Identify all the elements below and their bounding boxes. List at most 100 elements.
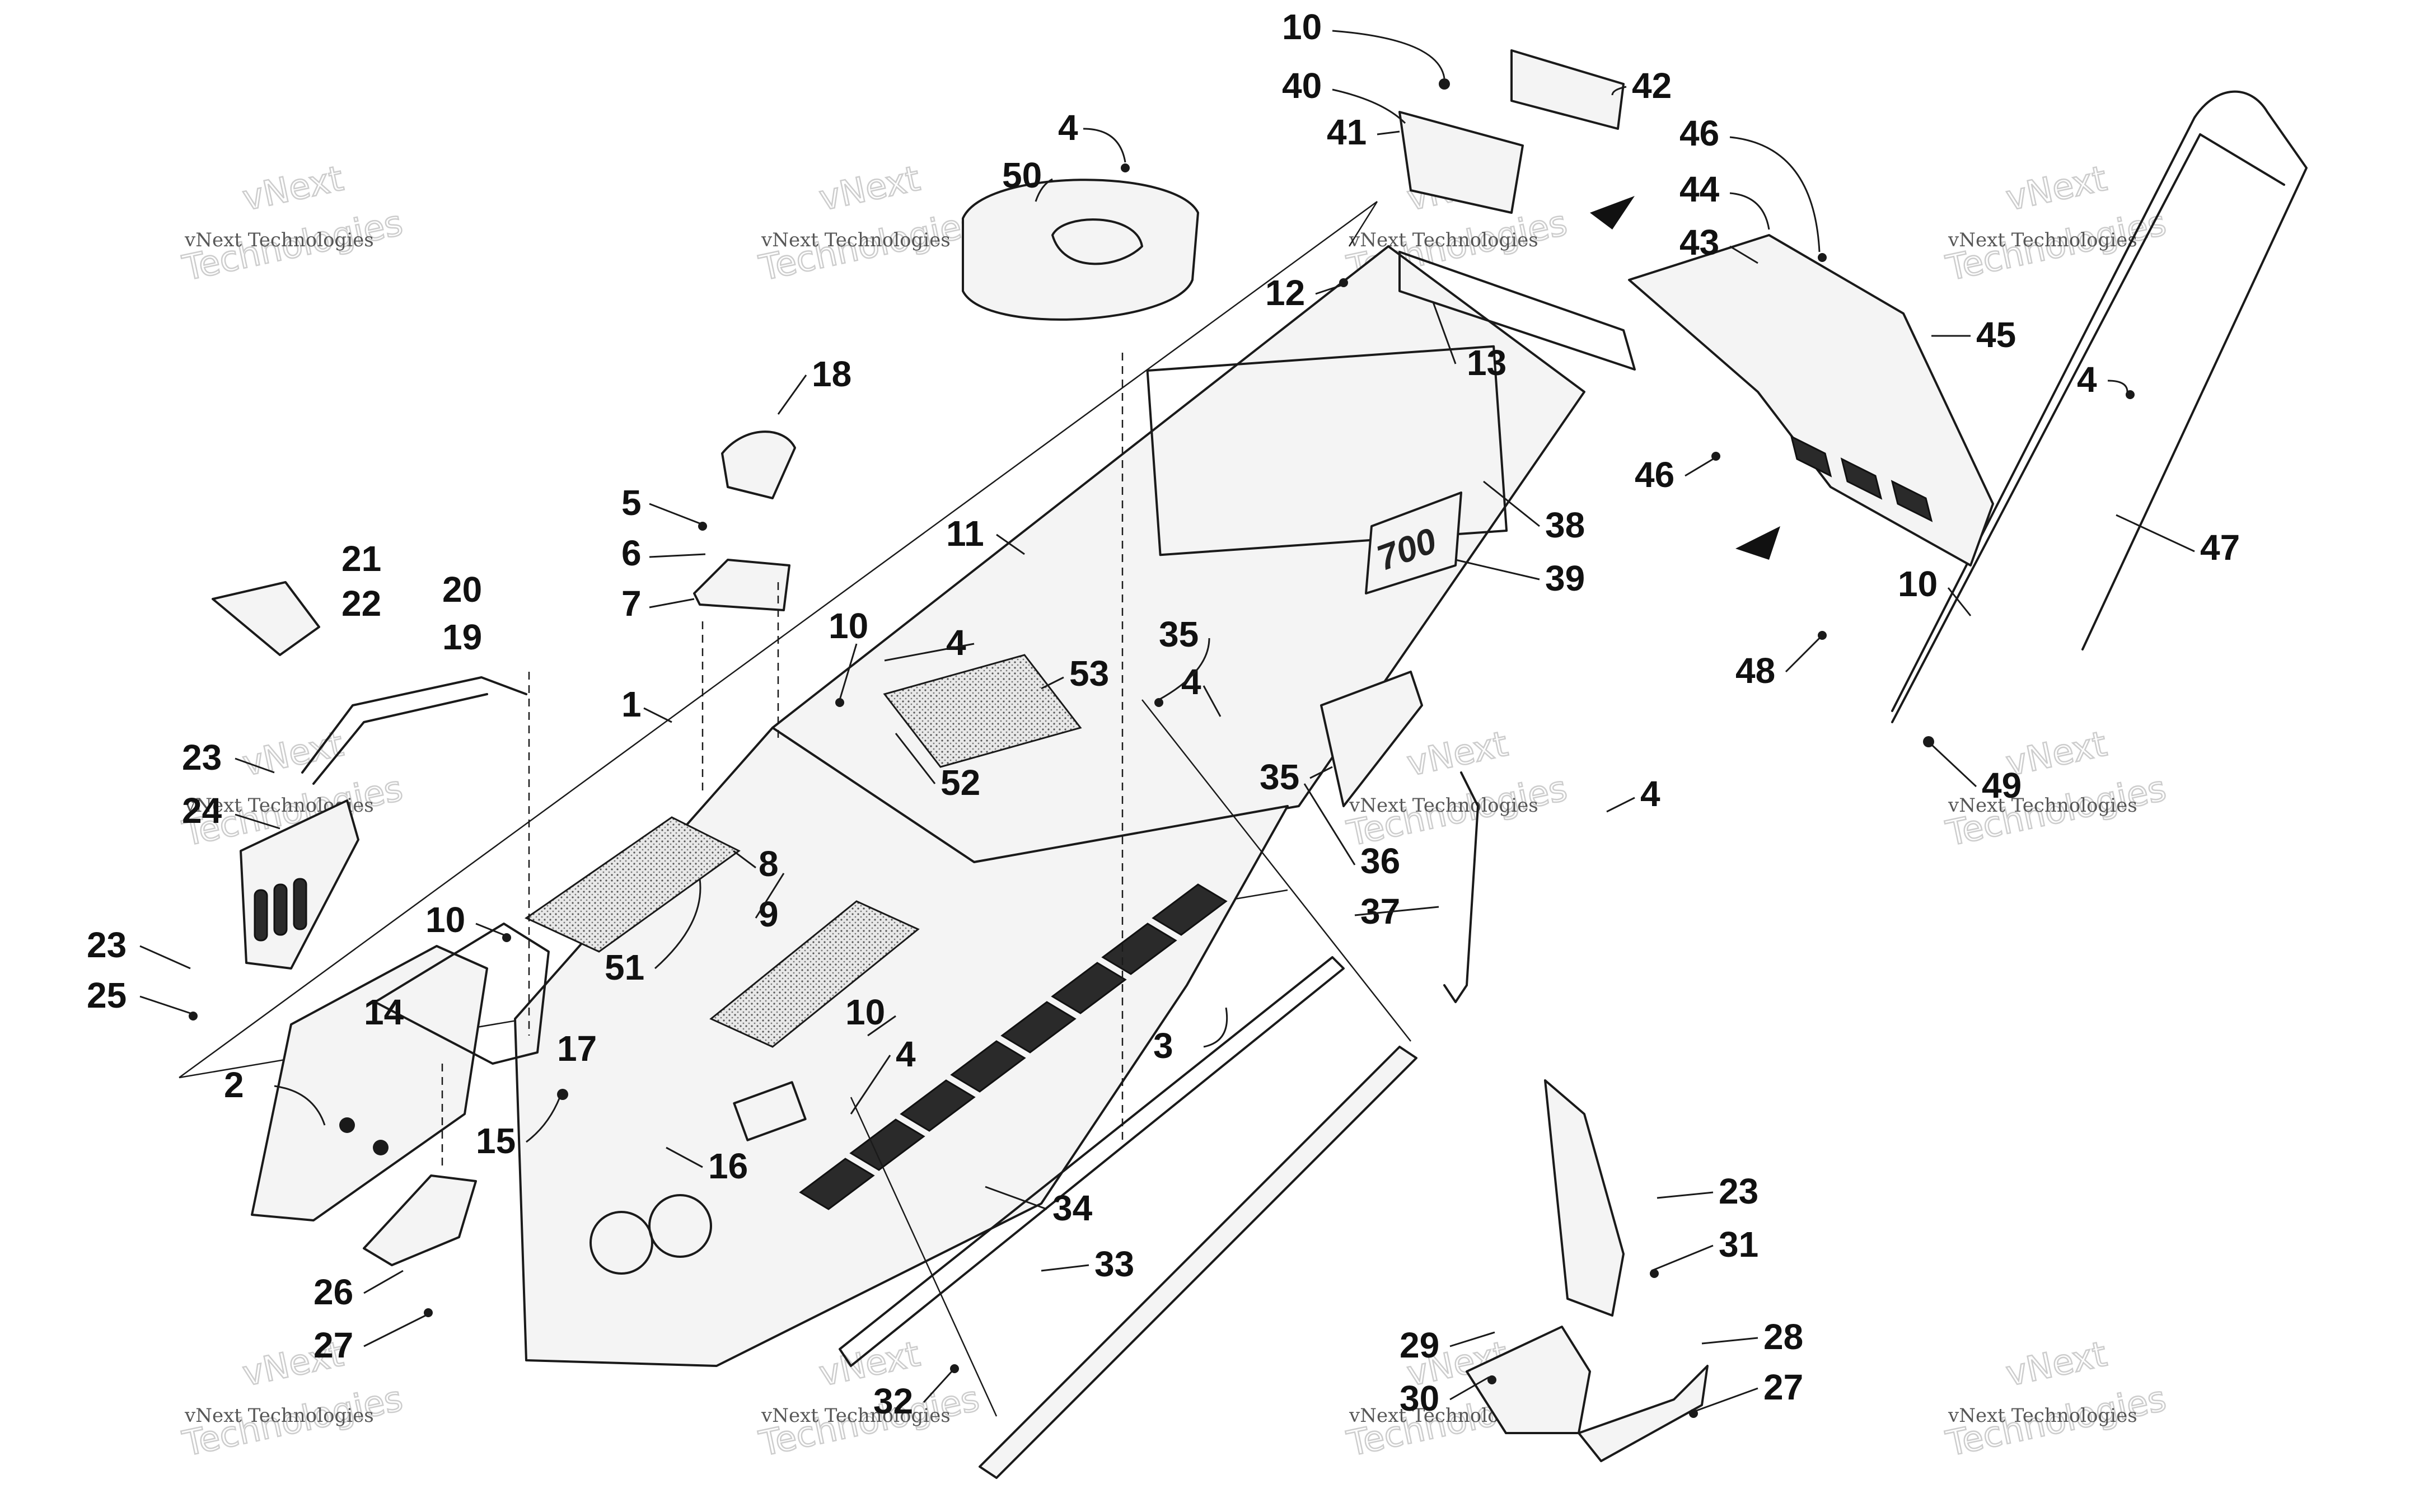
seat-cutout	[1051, 218, 1143, 265]
callout-4: 4	[896, 1034, 916, 1074]
callout-19: 19	[442, 617, 482, 657]
watermark-vnext-outline: vNext	[2002, 158, 2110, 219]
callout-26: 26	[314, 1272, 353, 1312]
watermark-text: vNext Technologies	[1948, 229, 2137, 251]
callout-33: 33	[1094, 1244, 1134, 1284]
callout-27: 27	[1763, 1367, 1803, 1407]
side-panel-bracket	[733, 1081, 807, 1141]
running-board-mat-right	[709, 900, 920, 1048]
callout-31: 31	[1719, 1224, 1758, 1265]
brace-plate	[1320, 671, 1423, 807]
callout-46: 46	[1635, 455, 1674, 495]
toe-hook-left	[363, 1174, 477, 1266]
watermark-text: vNext Technologies	[761, 229, 951, 251]
tunnel-top-window	[1146, 345, 1508, 556]
callout-7: 7	[621, 583, 642, 624]
callout-34: 34	[1052, 1188, 1093, 1228]
callout-4: 4	[946, 622, 966, 663]
footrest-bracket	[374, 923, 550, 1065]
running-board-rail	[839, 956, 1345, 1367]
grab-bar	[301, 676, 527, 785]
callout-38: 38	[1545, 505, 1585, 545]
callout-28: 28	[1763, 1317, 1803, 1357]
callout-27: 27	[314, 1325, 353, 1365]
callout-13: 13	[1467, 343, 1506, 383]
callout-45: 45	[1976, 315, 2016, 355]
toe-hook	[1578, 1365, 1709, 1462]
rear-snowflap	[1628, 234, 1994, 567]
callout-21: 21	[341, 539, 381, 579]
watermark-text: vNext Technologies	[184, 229, 374, 251]
watermark-vnext-outline: vNext	[2002, 1333, 2110, 1394]
callout-52: 52	[941, 762, 980, 803]
rear-tunnel-brace	[1398, 251, 1636, 371]
running-board-tube	[979, 1046, 1417, 1479]
watermark-text: vNext Technologies	[1948, 794, 2137, 817]
callout-39: 39	[1545, 558, 1585, 598]
callout-32: 32	[873, 1381, 913, 1421]
callout-29: 29	[1400, 1325, 1439, 1365]
watermark-text: vNext Technologies	[1349, 229, 1538, 251]
callout-10: 10	[845, 992, 885, 1032]
callout-10: 10	[829, 606, 868, 646]
callout-51: 51	[605, 947, 644, 987]
rear-bumper-rail	[1891, 90, 2308, 712]
callout-49: 49	[1982, 765, 2022, 806]
floor-mat	[883, 654, 1082, 768]
tunnel-decal: 700	[1365, 491, 1462, 594]
callout-9: 9	[759, 894, 779, 934]
watermark-text: vNext Technologies	[1948, 1405, 2137, 1427]
assembly-lines	[441, 353, 1411, 1417]
callout-labels: 10 40 42 41 4 50 46 44 43 12 13 45 18 46…	[87, 7, 2240, 1421]
running-board-mat-left	[524, 816, 741, 953]
side-panel-hole-2	[648, 1194, 712, 1258]
callout-14: 14	[364, 992, 404, 1032]
callout-4: 4	[2077, 359, 2097, 400]
callout-15: 15	[476, 1121, 516, 1161]
side-brace	[1443, 771, 1479, 1003]
fastener-markers	[189, 78, 2135, 1418]
watermark-text: vNext Technologies	[1349, 794, 1538, 817]
callout-16: 16	[708, 1146, 748, 1186]
callout-24: 24	[182, 790, 222, 831]
callout-10: 10	[425, 900, 465, 940]
step-plate-support	[1544, 1079, 1625, 1317]
callout-35: 35	[1159, 614, 1199, 654]
access-cover	[212, 581, 320, 656]
callout-17: 17	[557, 1028, 597, 1069]
callout-47: 47	[2200, 527, 2240, 568]
callout-35: 35	[1260, 757, 1299, 797]
callout-50: 50	[1002, 155, 1042, 195]
callout-1: 1	[621, 684, 642, 724]
callout-8: 8	[759, 844, 779, 884]
heat-shield	[721, 430, 796, 499]
direction-arrow-bottom	[1735, 526, 1780, 560]
front-bulkhead-left	[251, 945, 488, 1221]
taillight-lens	[1510, 49, 1625, 130]
callout-3: 3	[1153, 1026, 1173, 1066]
direction-arrow-top	[1590, 196, 1635, 230]
side-panel-hole-1	[589, 1211, 653, 1275]
callout-23: 23	[87, 925, 127, 965]
callout-35: 10	[1898, 564, 1938, 604]
callout-46: 46	[1679, 113, 1719, 153]
callout-30: 30	[1400, 1378, 1439, 1419]
watermark-text: vNext Technologies	[184, 1405, 374, 1427]
callout-leaders	[139, 30, 2195, 1412]
callout-20: 20	[442, 569, 482, 610]
guard-plate-slots	[254, 878, 307, 942]
tunnel-side-panel	[514, 727, 1289, 1367]
callout-22: 22	[341, 583, 381, 624]
callout-25: 25	[87, 975, 127, 1015]
callout-40: 40	[1282, 65, 1322, 106]
mount-bracket	[693, 559, 790, 611]
callout-4: 4	[1640, 774, 1660, 814]
watermark-text: vNext Technologies	[761, 1405, 951, 1427]
tunnel-cooling-cutouts	[799, 883, 1228, 1210]
callout-53: 53	[1069, 653, 1109, 694]
callout-23: 23	[1719, 1171, 1758, 1211]
callout-4: 4	[1058, 107, 1078, 148]
callout-10: 10	[1282, 7, 1322, 47]
callout-18: 18	[812, 354, 851, 394]
